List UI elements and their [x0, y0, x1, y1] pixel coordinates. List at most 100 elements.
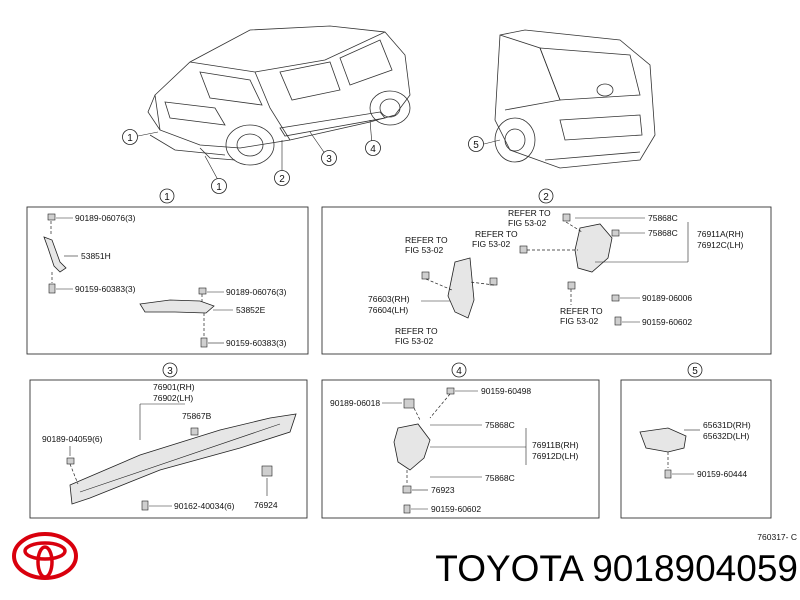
screw-icon	[403, 504, 411, 514]
panel-5: 65631D(RH) 65632D(LH) 90159-60444	[620, 379, 772, 519]
screw-icon	[141, 500, 149, 511]
svg-text:1: 1	[216, 182, 222, 193]
screw-icon	[48, 283, 56, 294]
ref-2-line-1: REFER TO	[475, 229, 518, 239]
callout-4[interactable]: 4	[365, 140, 381, 156]
ref-1-line-1: REFER TO	[508, 208, 551, 218]
panel-2-header: 2	[538, 188, 554, 204]
label-part-rh: 65631D(RH)	[703, 420, 751, 430]
part-53852e-shape	[139, 299, 215, 314]
label-bolt: 90189-04059(6)	[42, 434, 103, 444]
label-part-lh: 65632D(LH)	[703, 431, 749, 441]
callout-leaders	[137, 119, 501, 181]
label-screw-bottom: 90159-60602	[431, 504, 481, 514]
label-screw-right: 90159-60383(3)	[226, 338, 287, 348]
clip-icon	[190, 427, 199, 436]
bolt-icon	[66, 457, 75, 465]
label-part-b: 53852E	[236, 305, 266, 315]
label-sill-lh: 76902(LH)	[153, 393, 193, 403]
label-mud-rh: 76911A(RH)	[697, 229, 744, 239]
car-rear-view	[494, 29, 656, 169]
diagram-code: 760317- C	[757, 532, 797, 542]
part-icon	[402, 485, 412, 494]
svg-text:2: 2	[543, 192, 549, 203]
mud-flap-shape	[447, 257, 475, 319]
label-part: 76923	[431, 485, 455, 495]
bolt-icon	[611, 294, 620, 302]
rocker-panel-shape	[69, 413, 297, 505]
ref-3-line-1: REFER TO	[405, 235, 448, 245]
grommet-icon	[261, 465, 273, 477]
label-screw-top: 90159-60498	[481, 386, 531, 396]
svg-text:5: 5	[692, 366, 698, 377]
label-grommet: 76924	[254, 500, 278, 510]
clip-icon	[567, 281, 576, 290]
callout-2[interactable]: 2	[274, 170, 290, 186]
svg-text:5: 5	[473, 140, 479, 151]
ref-5-line-2: FIG 53-02	[560, 316, 599, 326]
label-part-a: 53851H	[81, 251, 111, 261]
clip-icon	[562, 213, 571, 222]
label-mud-lh: 76912C(LH)	[697, 240, 743, 250]
label-screw: 90159-60602	[642, 317, 692, 327]
mudguard-bracket-shape	[574, 223, 613, 273]
panel-headers: 1 2 3 4 5	[159, 188, 703, 378]
ref-4-line-1: REFER TO	[395, 326, 438, 336]
label-clip-top: 75868C	[485, 420, 515, 430]
callout-circles: 1 1 2 3 4 5	[122, 129, 484, 194]
clip-icon	[519, 245, 528, 254]
svg-text:1: 1	[164, 192, 170, 203]
label-clip: 75867B	[182, 411, 212, 421]
car-front-view	[147, 25, 411, 166]
panel-2: REFER TO FIG 53-02 REFER TO FIG 53-02 RE…	[321, 206, 772, 355]
panel-4: 90159-60498 90189-06018 75868C 76911B(RH…	[321, 379, 600, 519]
clip-icon	[403, 398, 415, 409]
ref-3-line-2: FIG 53-02	[405, 245, 444, 255]
label-clip-a: 75868C	[648, 213, 678, 223]
label-flap-lh: 76604(LH)	[368, 305, 408, 315]
panel-4-header: 4	[451, 362, 467, 378]
callout-1[interactable]: 1	[122, 129, 138, 145]
label-mud-lh: 76912D(LH)	[532, 451, 578, 461]
part-number: 9018904059	[592, 548, 798, 589]
svg-text:3: 3	[167, 366, 173, 377]
callout-5[interactable]: 5	[468, 136, 484, 152]
brand-name: TOYOTA	[435, 548, 582, 589]
label-screw: 90162-40034(6)	[174, 501, 235, 511]
ref-2-line-2: FIG 53-02	[472, 239, 511, 249]
panel-3: 76901(RH) 76902(LH) 75867B 90189-04059(6…	[29, 379, 308, 519]
ref-1-line-2: FIG 53-02	[508, 218, 547, 228]
callout-1b[interactable]: 1	[211, 178, 227, 194]
bolt-icon	[611, 229, 620, 237]
toyota-logo-icon	[12, 532, 78, 580]
part-53851h-shape	[43, 236, 67, 273]
svg-text:3: 3	[326, 154, 332, 165]
bolt-icon	[446, 387, 455, 395]
svg-text:4: 4	[456, 366, 462, 377]
label-clip-bottom: 75868C	[485, 473, 515, 483]
label-clip-b: 75868C	[648, 228, 678, 238]
svg-text:4: 4	[370, 144, 376, 155]
bracket-shape	[639, 427, 687, 453]
screw-icon	[614, 316, 622, 326]
clip-icon	[489, 277, 498, 286]
label-flap-rh: 76603(RH)	[368, 294, 410, 304]
bolt-icon	[47, 213, 56, 221]
panel-1: 90189-06076(3) 53851H 90159-60383(3) 901…	[26, 206, 309, 355]
label-bolt: 90189-06006	[642, 293, 692, 303]
ref-5-line-1: REFER TO	[560, 306, 603, 316]
label-bolt-mid: 90189-06076(3)	[226, 287, 287, 297]
label-bolt-left: 90189-06018	[330, 398, 380, 408]
callout-3[interactable]: 3	[321, 150, 337, 166]
panel-5-header: 5	[687, 362, 703, 378]
bolt-icon	[198, 287, 207, 295]
label-bolt-top: 90189-06076(3)	[75, 213, 136, 223]
panel-3-header: 3	[162, 362, 178, 378]
screw-icon	[664, 469, 672, 479]
svg-text:2: 2	[279, 174, 285, 185]
screw-icon	[200, 337, 208, 348]
page-title: TOYOTA 9018904059	[368, 548, 798, 590]
label-screw-left: 90159-60383(3)	[75, 284, 136, 294]
label-mud-rh: 76911B(RH)	[532, 440, 579, 450]
